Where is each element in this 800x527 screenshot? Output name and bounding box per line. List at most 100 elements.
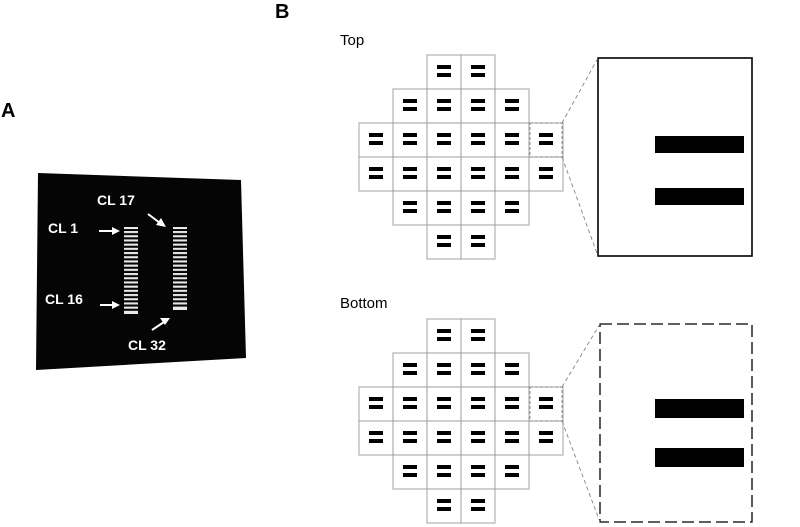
electrode-pair-bar xyxy=(471,499,485,503)
electrode-pair-bar xyxy=(369,431,383,435)
electrode-pair-bar xyxy=(505,209,519,213)
electrode-pair-bar xyxy=(539,133,553,137)
electrode-pair-bar xyxy=(505,431,519,435)
electrode-pair-bar xyxy=(437,133,451,137)
grid-cell xyxy=(392,156,428,192)
grid-cell xyxy=(358,386,394,422)
electrode-pair-bar xyxy=(505,99,519,103)
electrode-pair-bar xyxy=(437,209,451,213)
electrode-pair-bar xyxy=(369,439,383,443)
grid-cell xyxy=(494,386,530,422)
electrode-pair-bar xyxy=(403,107,417,111)
probe-right xyxy=(173,228,187,310)
grid-cell xyxy=(460,386,496,422)
panel-a-letter: A xyxy=(1,100,16,122)
arrow-cl16 xyxy=(100,301,120,309)
electrode-pair-bar xyxy=(471,397,485,401)
electrode-pair-bar xyxy=(471,337,485,341)
electrode-pair-bar xyxy=(471,235,485,239)
electrode-pair-bar xyxy=(437,499,451,503)
electrode-pair-bar xyxy=(437,175,451,179)
electrode-pair-bar xyxy=(369,141,383,145)
grid-cell xyxy=(460,156,496,192)
electrode-pair-bar xyxy=(403,141,417,145)
grid-cell xyxy=(358,122,394,158)
electrode-pair-bar xyxy=(505,141,519,145)
callout-cl32: CL 32 xyxy=(128,337,166,353)
grid-cell xyxy=(426,88,462,124)
grid-cell xyxy=(528,156,564,192)
electrode-pair-bar xyxy=(437,243,451,247)
grid-cell xyxy=(426,54,462,90)
grid-cell xyxy=(460,352,496,388)
electrode-pair-bar xyxy=(539,431,553,435)
inset-top-frame xyxy=(597,57,753,257)
electrode-pair-bar xyxy=(437,65,451,69)
electrode-pair-bar xyxy=(471,99,485,103)
electrode-pair-bar xyxy=(403,167,417,171)
electrode-pair-bar xyxy=(437,235,451,239)
grid-cell xyxy=(494,420,530,456)
grid-cell xyxy=(460,454,496,490)
callout-cl1: CL 1 xyxy=(48,220,78,236)
grid-cell xyxy=(392,88,428,124)
grid-cell xyxy=(494,156,530,192)
electrode-pair-bar xyxy=(403,473,417,477)
probe-left xyxy=(124,228,138,314)
electrode-pair-bar xyxy=(437,141,451,145)
electrode-pair-bar xyxy=(471,507,485,511)
electrode-pair-bar xyxy=(437,371,451,375)
zoom-line-bottom-lower xyxy=(561,420,601,523)
inset-top xyxy=(529,57,753,257)
grid-cell xyxy=(392,454,428,490)
electrode-pair-bar xyxy=(505,107,519,111)
electrode-pair-bar xyxy=(437,397,451,401)
grid-cell xyxy=(494,190,530,226)
electrode-pair-bar xyxy=(471,209,485,213)
electrode-pair-bar xyxy=(505,133,519,137)
grid-cell xyxy=(392,352,428,388)
callout-cl16: CL 16 xyxy=(45,291,83,307)
electrode-pair-bar xyxy=(539,167,553,171)
electrode-pair-bar xyxy=(403,363,417,367)
grid-cell xyxy=(494,122,530,158)
electrode-pair-bar xyxy=(539,397,553,401)
inset-bottom-electrode-lower xyxy=(655,448,744,467)
electrode-pair-bar xyxy=(437,99,451,103)
inset-bottom-zoom-box xyxy=(529,386,563,422)
electrode-pair-bar xyxy=(505,465,519,469)
electrode-pair-bar xyxy=(437,405,451,409)
arrow-cl32 xyxy=(151,318,170,331)
electrode-pair-bar xyxy=(403,439,417,443)
electrode-pair-bar xyxy=(437,107,451,111)
inset-top-electrode-upper xyxy=(655,136,744,153)
electrode-pair-bar xyxy=(369,397,383,401)
electrode-pair-bar xyxy=(369,175,383,179)
electrode-pair-bar xyxy=(471,141,485,145)
electrode-pair-bar xyxy=(403,405,417,409)
zoom-line-bottom-upper xyxy=(561,323,601,388)
grid-cell xyxy=(426,352,462,388)
electrode-pair-bar xyxy=(403,99,417,103)
grid-cell xyxy=(528,386,564,422)
electrode-pair-bar xyxy=(471,133,485,137)
chip-body xyxy=(36,173,246,370)
arrow-cl1 xyxy=(99,227,120,235)
electrode-grid-top xyxy=(358,54,564,260)
electrode-pair-bar xyxy=(539,405,553,409)
electrode-pair-bar xyxy=(505,175,519,179)
electrode-pair-bar xyxy=(505,363,519,367)
electrode-pair-bar xyxy=(471,65,485,69)
electrode-pair-bar xyxy=(505,473,519,477)
top-label: Top xyxy=(340,32,365,49)
grid-cell xyxy=(426,156,462,192)
grid-cell xyxy=(494,352,530,388)
electrode-pair-bar xyxy=(471,439,485,443)
electrode-pair-bar xyxy=(437,167,451,171)
electrode-pair-bar xyxy=(403,431,417,435)
electrode-pair-bar xyxy=(403,209,417,213)
grid-cell xyxy=(460,122,496,158)
electrode-pair-bar xyxy=(505,167,519,171)
electrode-pair-bar xyxy=(539,439,553,443)
